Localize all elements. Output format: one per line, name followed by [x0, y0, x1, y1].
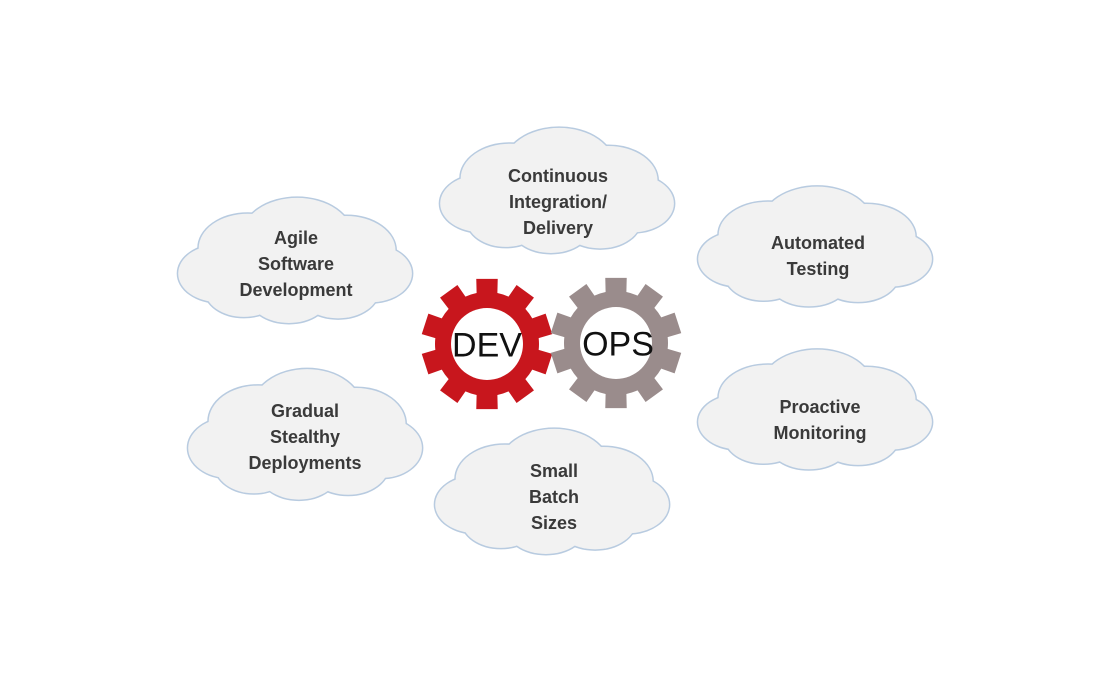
cloud-ci-line-1: Continuous — [508, 166, 608, 186]
cloud-batch — [433, 427, 671, 556]
cloud-batch-line-3: Sizes — [530, 513, 578, 533]
cloud-monitoring-line-1: Proactive — [779, 397, 861, 417]
cloud-testing — [696, 185, 934, 308]
cloud-gradual-line-2: Stealthy — [269, 427, 341, 447]
ops-gear — [550, 277, 682, 409]
cloud-gradual — [186, 367, 424, 502]
cloud-agile-line-3: Development — [239, 280, 353, 300]
ops-gear-label: OPS — [582, 325, 654, 364]
cloud-batch-line-2: Batch — [528, 487, 580, 507]
dev-gear-center — [451, 308, 523, 380]
cloud-ci-line-2: Integration/ — [508, 192, 607, 212]
cloud-ci-line-3: Delivery — [522, 218, 594, 238]
cloud-gradual-text: Gradual Stealthy Deployments — [248, 398, 361, 476]
cloud-monitoring — [696, 348, 934, 471]
cloud-testing-text: Automated Testing — [771, 230, 865, 282]
clouds-layer — [176, 126, 934, 556]
cloud-agile-line-1: Agile — [273, 228, 318, 248]
gears-layer — [421, 277, 682, 410]
ops-gear-center — [580, 307, 652, 379]
cloud-gradual-line-1: Gradual — [270, 401, 340, 421]
cloud-ci-text: Continuous Integration/ Delivery — [508, 163, 608, 241]
cloud-monitoring-line-2: Monitoring — [773, 423, 867, 443]
cloud-monitoring-text: Proactive Monitoring — [774, 394, 867, 446]
cloud-agile-text: Agile Software Development — [239, 225, 352, 303]
cloud-ci — [438, 126, 676, 255]
cloud-batch-line-1: Small — [529, 461, 579, 481]
cloud-testing-line-2: Testing — [786, 259, 850, 279]
dev-gear — [421, 278, 553, 410]
cloud-testing-line-1: Automated — [771, 233, 865, 253]
cloud-agile — [176, 196, 414, 325]
dev-gear-label: DEV — [452, 326, 522, 365]
cloud-agile-line-2: Software — [257, 254, 335, 274]
cloud-gradual-line-3: Deployments — [248, 453, 362, 473]
cloud-batch-text: Small Batch Sizes — [529, 458, 579, 536]
